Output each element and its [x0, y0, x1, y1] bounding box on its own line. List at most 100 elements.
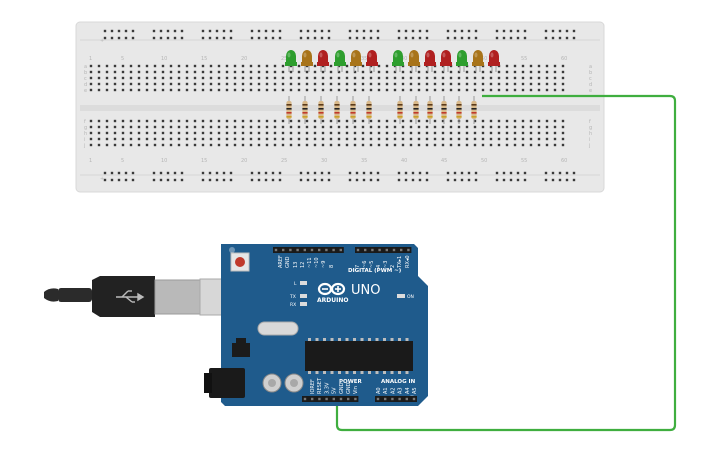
breadboard-hole[interactable] — [545, 119, 549, 123]
breadboard-hole[interactable] — [217, 64, 221, 68]
breadboard-hole[interactable] — [321, 88, 325, 92]
breadboard-hole[interactable] — [457, 125, 461, 129]
breadboard-hole[interactable] — [233, 143, 237, 147]
breadboard-hole[interactable] — [481, 143, 485, 147]
breadboard-hole[interactable] — [497, 88, 501, 92]
breadboard-hole[interactable] — [537, 125, 541, 129]
resistor[interactable] — [286, 96, 292, 124]
breadboard-hole[interactable] — [376, 171, 380, 175]
breadboard-hole[interactable] — [572, 29, 576, 33]
breadboard-hole[interactable] — [544, 36, 548, 40]
header-pin[interactable] — [376, 397, 380, 401]
breadboard-hole[interactable] — [453, 29, 457, 33]
breadboard-hole[interactable] — [369, 125, 373, 129]
breadboard-hole[interactable] — [457, 70, 461, 74]
breadboard-hole[interactable] — [137, 125, 141, 129]
breadboard-hole[interactable] — [473, 82, 477, 86]
breadboard-hole[interactable] — [193, 143, 197, 147]
breadboard-hole[interactable] — [337, 88, 341, 92]
breadboard-hole[interactable] — [321, 70, 325, 74]
breadboard-hole[interactable] — [417, 82, 421, 86]
breadboard-hole[interactable] — [217, 137, 221, 141]
breadboard-hole[interactable] — [209, 143, 213, 147]
breadboard-hole[interactable] — [145, 64, 149, 68]
breadboard-hole[interactable] — [110, 36, 114, 40]
breadboard-hole[interactable] — [481, 125, 485, 129]
led-orange[interactable] — [472, 50, 484, 72]
breadboard-hole[interactable] — [225, 137, 229, 141]
resistor[interactable] — [441, 96, 447, 124]
breadboard-hole[interactable] — [113, 137, 117, 141]
breadboard-hole[interactable] — [409, 137, 413, 141]
breadboard-hole[interactable] — [281, 131, 285, 135]
breadboard-hole[interactable] — [513, 125, 517, 129]
breadboard-hole[interactable] — [537, 143, 541, 147]
breadboard-hole[interactable] — [299, 178, 303, 182]
breadboard-hole[interactable] — [553, 143, 557, 147]
breadboard-hole[interactable] — [193, 119, 197, 123]
breadboard-hole[interactable] — [337, 76, 341, 80]
breadboard-hole[interactable] — [433, 131, 437, 135]
breadboard-hole[interactable] — [273, 119, 277, 123]
led-orange[interactable] — [301, 50, 313, 72]
breadboard-hole[interactable] — [433, 119, 437, 123]
header-pin[interactable] — [405, 397, 408, 401]
breadboard-hole[interactable] — [131, 36, 135, 40]
breadboard-hole[interactable] — [215, 29, 219, 33]
resistor-array[interactable] — [286, 96, 477, 124]
breadboard-hole[interactable] — [529, 131, 533, 135]
breadboard-hole[interactable] — [264, 36, 268, 40]
breadboard-hole[interactable] — [513, 119, 517, 123]
breadboard-hole[interactable] — [145, 88, 149, 92]
breadboard-hole[interactable] — [425, 70, 429, 74]
breadboard-hole[interactable] — [257, 76, 261, 80]
breadboard-hole[interactable] — [355, 29, 359, 33]
header-pin[interactable] — [339, 248, 342, 252]
breadboard-hole[interactable] — [201, 143, 205, 147]
breadboard-hole[interactable] — [411, 171, 415, 175]
breadboard-hole[interactable] — [353, 131, 357, 135]
breadboard-hole[interactable] — [173, 29, 177, 33]
breadboard-hole[interactable] — [433, 82, 437, 86]
breadboard-hole[interactable] — [105, 143, 109, 147]
breadboard-hole[interactable] — [161, 137, 165, 141]
breadboard-hole[interactable] — [362, 178, 366, 182]
breadboard-hole[interactable] — [215, 36, 219, 40]
breadboard-hole[interactable] — [401, 76, 405, 80]
breadboard-hole[interactable] — [152, 36, 156, 40]
breadboard-hole[interactable] — [473, 143, 477, 147]
breadboard-hole[interactable] — [273, 137, 277, 141]
breadboard-hole[interactable] — [209, 76, 213, 80]
breadboard-hole[interactable] — [241, 82, 245, 86]
breadboard-hole[interactable] — [161, 143, 165, 147]
breadboard-hole[interactable] — [513, 137, 517, 141]
breadboard-hole[interactable] — [561, 76, 565, 80]
breadboard-hole[interactable] — [495, 171, 499, 175]
breadboard-hole[interactable] — [265, 131, 269, 135]
breadboard-hole[interactable] — [497, 125, 501, 129]
header-pin[interactable] — [325, 248, 328, 252]
breadboard-hole[interactable] — [497, 137, 501, 141]
breadboard-hole[interactable] — [250, 171, 254, 175]
breadboard-hole[interactable] — [561, 131, 565, 135]
breadboard-hole[interactable] — [249, 131, 253, 135]
breadboard-hole[interactable] — [265, 143, 269, 147]
breadboard-hole[interactable] — [516, 178, 520, 182]
breadboard-hole[interactable] — [257, 125, 261, 129]
breadboard-hole[interactable] — [473, 125, 477, 129]
breadboard-hole[interactable] — [297, 119, 301, 123]
breadboard-hole[interactable] — [465, 119, 469, 123]
breadboard-hole[interactable] — [377, 88, 381, 92]
breadboard-hole[interactable] — [145, 143, 149, 147]
breadboard-hole[interactable] — [124, 29, 128, 33]
breadboard-hole[interactable] — [257, 88, 261, 92]
breadboard-hole[interactable] — [129, 70, 133, 74]
breadboard-hole[interactable] — [273, 125, 277, 129]
breadboard-hole[interactable] — [473, 88, 477, 92]
breadboard-hole[interactable] — [169, 64, 173, 68]
breadboard-hole[interactable] — [145, 82, 149, 86]
breadboard-hole[interactable] — [551, 178, 555, 182]
breadboard-hole[interactable] — [558, 171, 562, 175]
breadboard-hole[interactable] — [369, 82, 373, 86]
